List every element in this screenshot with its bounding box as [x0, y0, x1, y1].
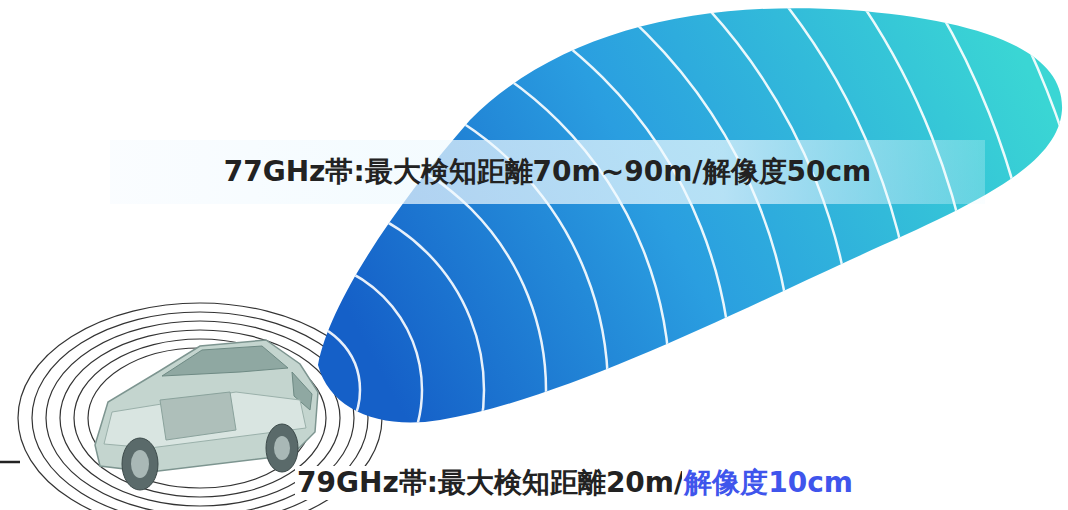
- car: [95, 340, 318, 490]
- edge-mark: [0, 461, 20, 464]
- highlight-band: 77GHz帯:最大検知距離70m~90m/解像度50cm: [110, 140, 985, 204]
- resolution-label: 解像度10cm: [682, 466, 855, 500]
- short-range-label: 79GHz帯:最大検知距離20m/: [295, 466, 686, 500]
- radar-beam: [318, 8, 1062, 422]
- band-label: 77GHz帯:最大検知距離70m~90m/解像度50cm: [224, 155, 872, 189]
